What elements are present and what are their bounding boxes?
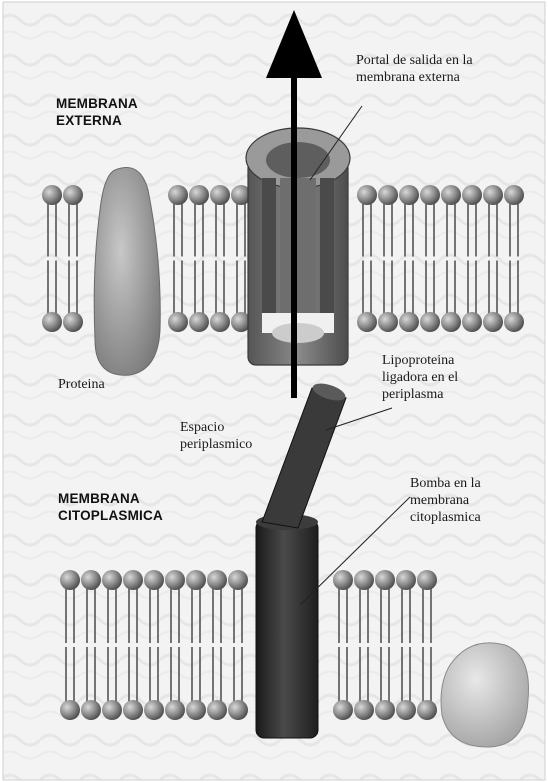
lipid-head [102, 570, 122, 590]
lipid-head [462, 185, 482, 205]
cytoplasmic-pump [256, 514, 318, 738]
lipid-head [123, 700, 143, 720]
lipid-head [186, 570, 206, 590]
lipid-head [63, 312, 83, 332]
lipid-head [396, 570, 416, 590]
lipid-head [123, 570, 143, 590]
portal-label-line2: membrana externa [356, 69, 473, 86]
lipid-head [81, 570, 101, 590]
lipid-head [441, 185, 461, 205]
lipid-head [357, 185, 377, 205]
lipid-head [420, 185, 440, 205]
lipid-head [483, 312, 503, 332]
lipoprotein-label-line1: Lipoproteina [382, 352, 458, 369]
lipid-head [81, 700, 101, 720]
cytoplasmic-membrane-label-line1: MEMBRANA [58, 490, 163, 507]
outer-membrane-label: MEMBRANA EXTERNA [56, 95, 138, 129]
lipid-head [441, 312, 461, 332]
periplasmic-space-label: Espacio periplasmico [180, 419, 252, 453]
lipid-head [168, 312, 188, 332]
lipid-head [60, 700, 80, 720]
lipid-head [378, 312, 398, 332]
lipid-head [42, 312, 62, 332]
lipid-head [186, 700, 206, 720]
lipid-head [168, 185, 188, 205]
portal-label: Portal de salida en la membrana externa [356, 52, 473, 86]
lipid-head [189, 312, 209, 332]
lipid-head [207, 700, 227, 720]
cytoplasmic-membrane-label-line2: CITOPLASMICA [58, 507, 163, 524]
lipid-head [504, 185, 524, 205]
lipoprotein-label: Lipoproteina ligadora en el periplasma [382, 352, 458, 403]
lipid-head [417, 570, 437, 590]
lipid-head [42, 185, 62, 205]
lipid-head [354, 570, 374, 590]
lipid-head [144, 700, 164, 720]
lipid-head [144, 570, 164, 590]
lipid-head [333, 570, 353, 590]
lipid-head [417, 700, 437, 720]
cytoplasmic-membrane-label: MEMBRANA CITOPLASMICA [58, 490, 163, 524]
pump-label-line3: citoplasmica [410, 509, 481, 526]
pump-label-line2: membrana [410, 492, 481, 509]
lipid-head [375, 700, 395, 720]
outer-membrane-label-line1: MEMBRANA [56, 95, 138, 112]
lipid-head [102, 700, 122, 720]
lipid-head [462, 312, 482, 332]
exit-portal-channel [246, 128, 350, 365]
lipid-head [483, 185, 503, 205]
lipid-head [357, 312, 377, 332]
lipid-head [399, 185, 419, 205]
outer-membrane-label-line2: EXTERNA [56, 112, 138, 129]
protein-label: Proteina [58, 376, 105, 393]
lipid-head [375, 570, 395, 590]
lipid-head [399, 312, 419, 332]
periplasmic-space-label-line1: Espacio [180, 419, 252, 436]
pump-label-line1: Bomba en la [410, 475, 481, 492]
lipid-head [396, 700, 416, 720]
lipid-head [420, 312, 440, 332]
lipid-head [378, 185, 398, 205]
lipid-head [63, 185, 83, 205]
lipoprotein-label-line2: ligadora en el [382, 369, 458, 386]
portal-label-line1: Portal de salida en la [356, 52, 473, 69]
lipid-head [189, 185, 209, 205]
lipid-head [60, 570, 80, 590]
lipid-head [354, 700, 374, 720]
lipoprotein-label-line3: periplasma [382, 386, 458, 403]
periplasmic-space-label-line2: periplasmico [180, 436, 252, 453]
lipid-head [165, 570, 185, 590]
lipid-head [207, 570, 227, 590]
lipid-head [210, 185, 230, 205]
lipid-head [504, 312, 524, 332]
pump-label: Bomba en la membrana citoplasmica [410, 475, 481, 526]
lipid-head [210, 312, 230, 332]
lipid-head [228, 700, 248, 720]
lipid-head [165, 700, 185, 720]
lipid-head [333, 700, 353, 720]
lipid-head [228, 570, 248, 590]
